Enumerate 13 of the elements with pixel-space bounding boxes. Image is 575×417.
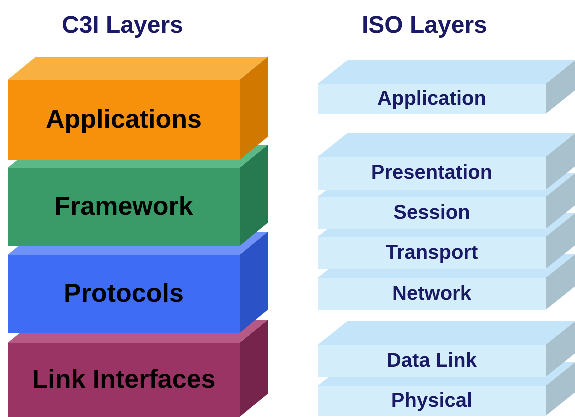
layer-label: Link Interfaces: [32, 365, 216, 395]
layer-label: Network: [392, 282, 472, 306]
layer-label: Physical: [391, 390, 473, 412]
layer-label: Presentation: [371, 162, 493, 185]
column-title: C3I Layers: [62, 11, 184, 41]
column-title: ISO Layers: [362, 11, 488, 41]
layer-label: Applications: [46, 105, 202, 135]
layer-label: Data Link: [386, 350, 478, 372]
layer-label: Transport: [386, 242, 478, 264]
layer-label: Protocols: [64, 279, 184, 309]
layer-label: Session: [394, 202, 470, 224]
layer-label: Framework: [54, 192, 194, 222]
layer-label: Application: [378, 88, 486, 110]
